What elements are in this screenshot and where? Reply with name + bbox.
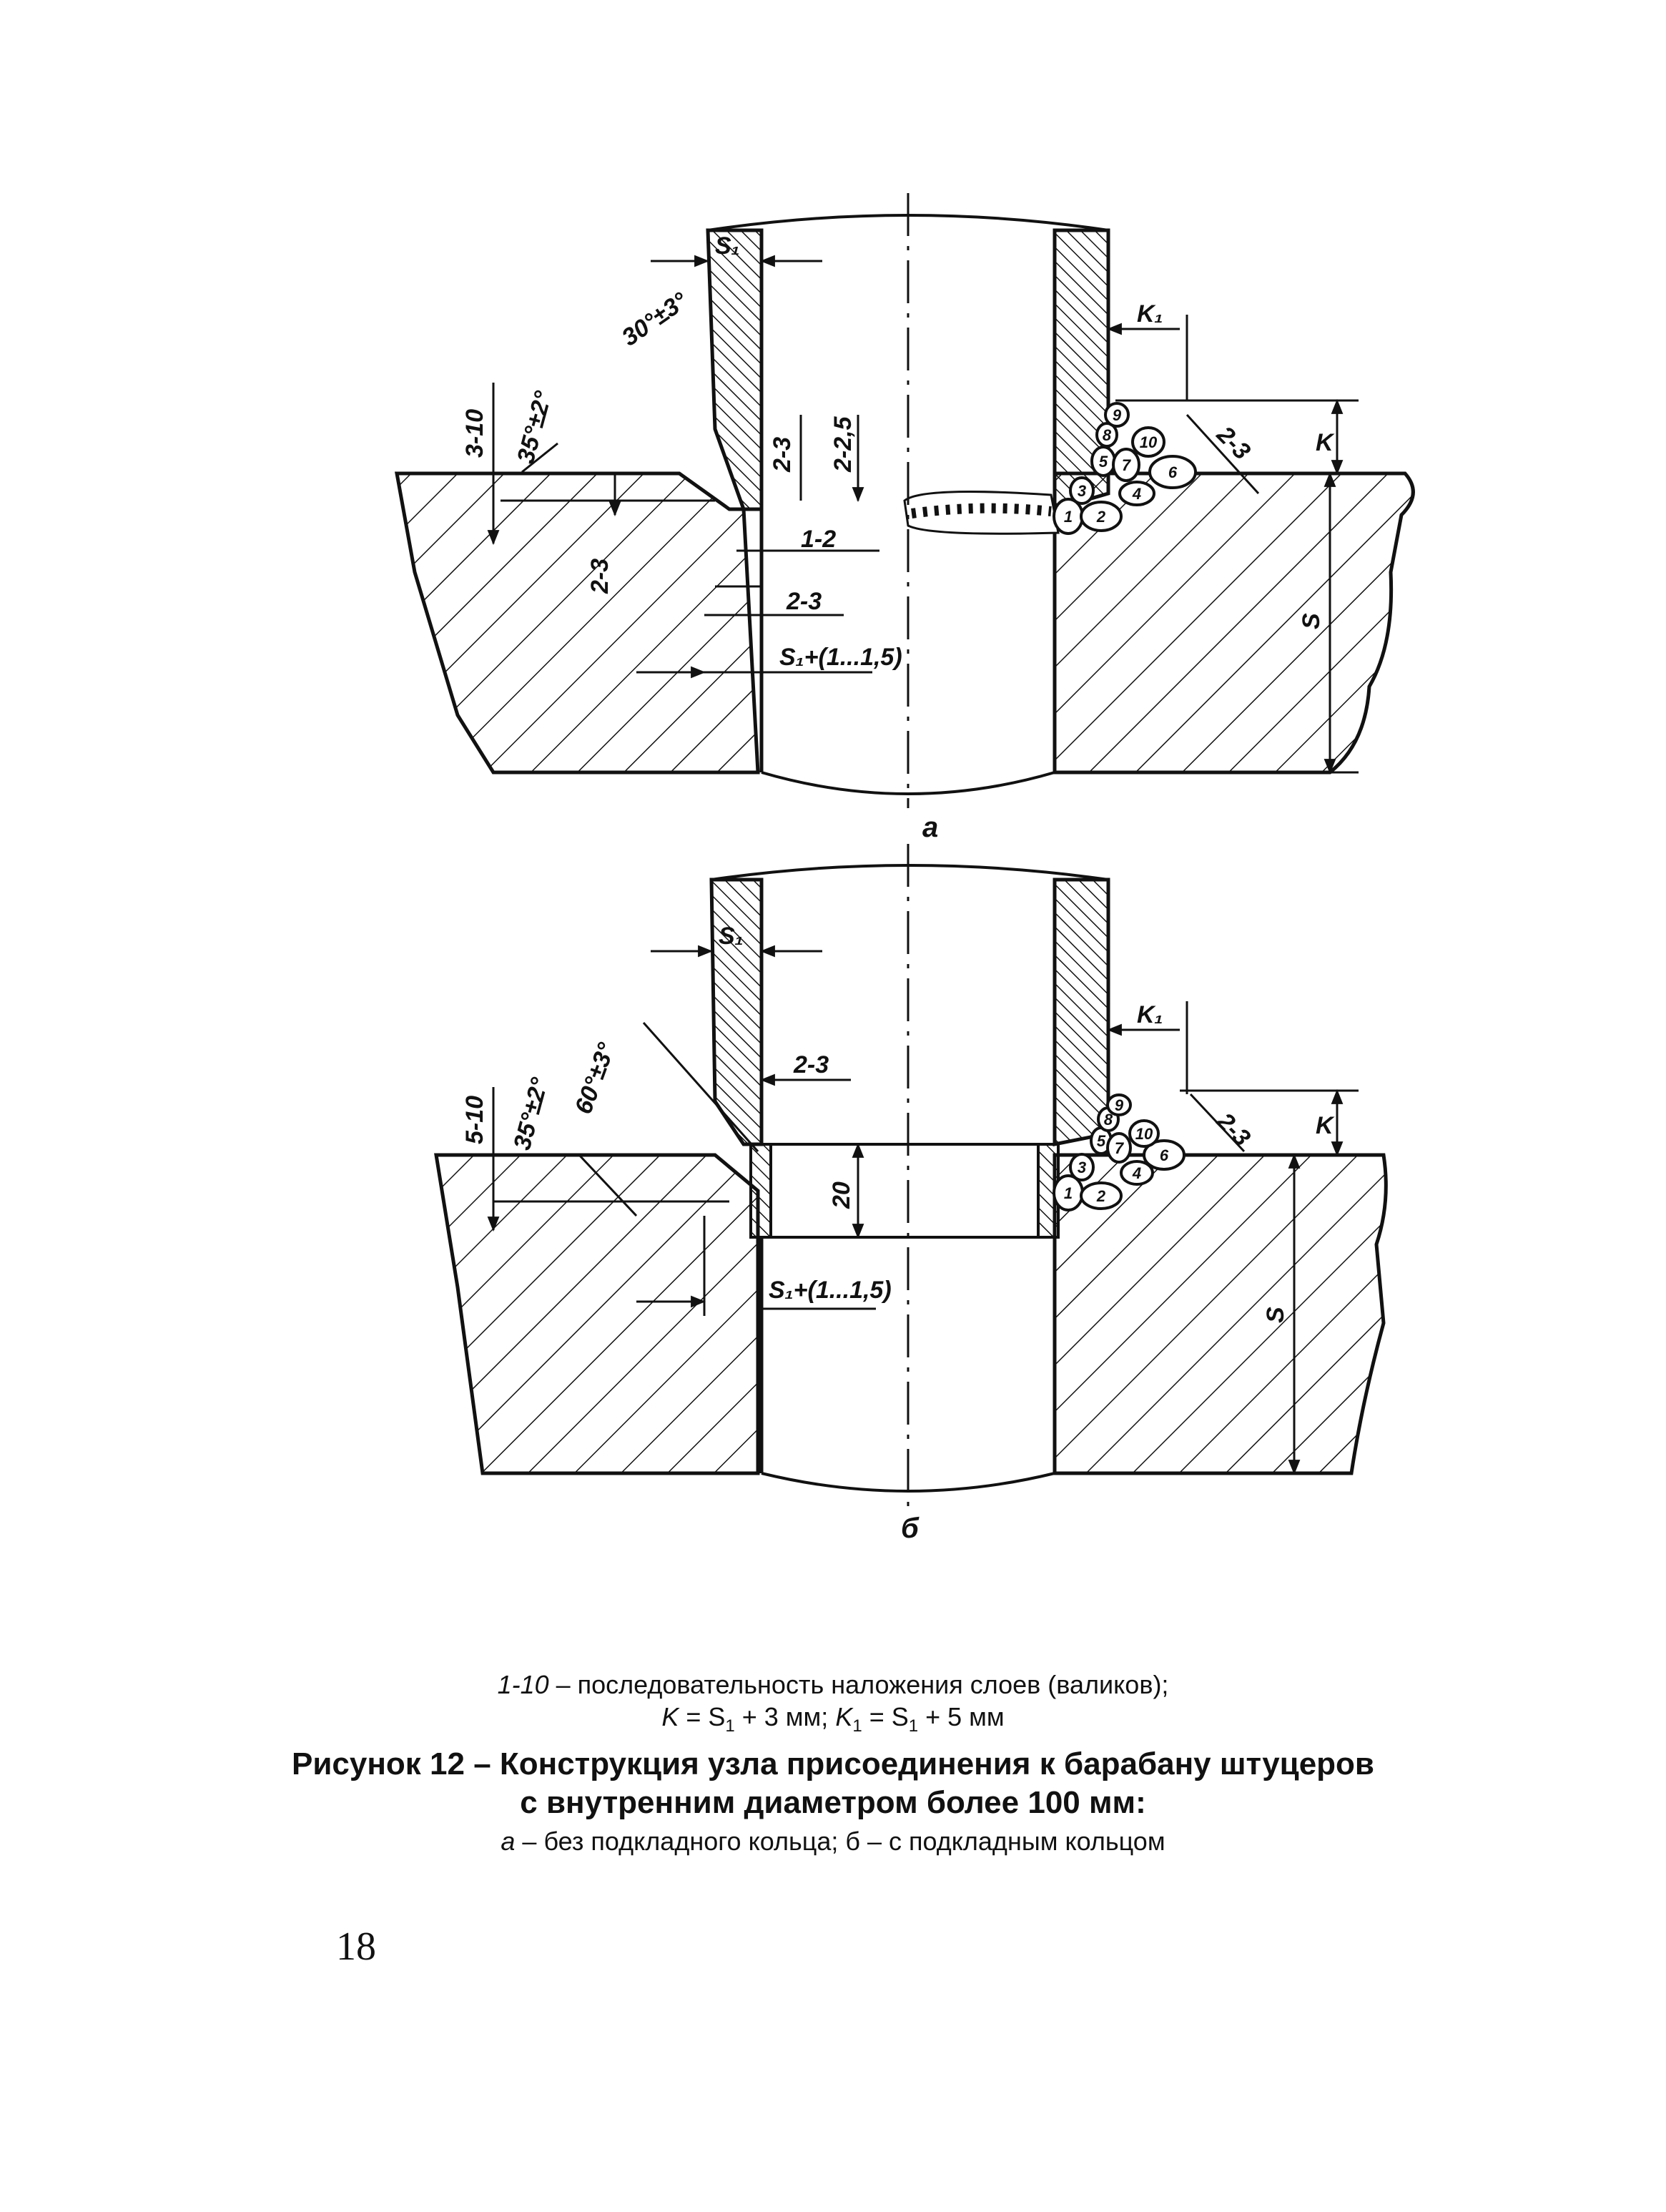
weld-beads-a: [1053, 402, 1197, 535]
drum-left-section: [395, 471, 760, 775]
figure-title-line-2: с внутренним диаметром более 100 мм:: [520, 1785, 1146, 1820]
weld-beads-b: [1053, 1093, 1186, 1211]
nozzle-right-wall: [1053, 228, 1110, 512]
bead-b-8: 8: [1104, 1111, 1113, 1129]
figure-b-label: б: [901, 1513, 920, 1544]
bead-a-9: 9: [1113, 406, 1122, 424]
figure-b: 1 2 3 4 5 6 7 8 9 10: [434, 844, 1388, 1544]
drum-left-section-b: [434, 1153, 760, 1475]
bead-a-5: 5: [1099, 453, 1108, 471]
dim-b-k1: K₁: [1137, 1001, 1163, 1028]
bead-a-8: 8: [1103, 426, 1112, 444]
bead-b-2: 2: [1096, 1187, 1106, 1205]
notes-k1-sub: 1: [852, 1716, 862, 1736]
dim-a-s: S: [1298, 613, 1325, 629]
drum-right-section-b: [1053, 1153, 1388, 1475]
nozzle-right-wall-b: [1053, 878, 1110, 1147]
notes-tail2: + 5 мм: [918, 1702, 1005, 1731]
dim-a-low-2-3: 2-3: [786, 588, 822, 615]
bead-b-1: 1: [1064, 1184, 1073, 1202]
technical-drawing: 1 2 3 4 5 6 7 8 9 10: [395, 193, 1415, 1544]
bead-a-1: 1: [1064, 508, 1073, 526]
dim-b-s1: S₁: [719, 923, 744, 950]
bead-a-4: 4: [1132, 485, 1141, 503]
bead-b-6: 6: [1160, 1146, 1169, 1164]
notes-line-2: K = S1 + 3 мм; K1 = S1 + 5 мм: [0, 1702, 1666, 1736]
notes-text: – последовательность наложения слоев (ва…: [548, 1670, 1169, 1699]
notes-eq2: = S: [862, 1702, 909, 1731]
dim-b-2-3: 2-3: [793, 1051, 829, 1078]
bead-b-7: 7: [1115, 1139, 1125, 1157]
page-number: 18: [336, 1925, 376, 1969]
dim-a-s1: S₁: [715, 232, 740, 260]
dim-a-hole: S₁+(1...1,5): [779, 644, 902, 671]
figure-title: Рисунок 12 – Конструкция узла присоедине…: [0, 1745, 1666, 1822]
dim-b-bevel-angle: 60°±3°: [570, 1039, 621, 1118]
bead-b-5: 5: [1097, 1132, 1106, 1150]
bead-b-10: 10: [1135, 1125, 1153, 1143]
dim-a-left-2-3: 2-3: [586, 559, 613, 594]
bore-bottom-arc: [761, 771, 1055, 795]
dim-b-weld-2-3: 2-3: [1211, 1107, 1256, 1151]
drum-right-section: [1053, 471, 1415, 775]
notes-k: K: [661, 1702, 679, 1731]
dim-b-k: K: [1316, 1112, 1335, 1139]
figure-subcaption: а – без подкладного кольца; б – с подкла…: [0, 1827, 1666, 1857]
dim-a-k: K: [1316, 429, 1335, 456]
backing-ring-left: [749, 1143, 772, 1239]
figure-a: 1 2 3 4 5 6 7 8 9 10: [395, 193, 1415, 843]
dim-b-drum-angle: 35°±2°: [508, 1075, 553, 1153]
bead-a-10: 10: [1140, 433, 1158, 451]
dim-b-s: S: [1262, 1307, 1289, 1323]
bead-a-2: 2: [1096, 508, 1106, 526]
bead-b-3: 3: [1078, 1159, 1086, 1176]
dim-b-hole: S₁+(1...1,5): [769, 1277, 892, 1304]
dim-a-drum-angle: 35°±2°: [512, 388, 557, 466]
bead-b-9: 9: [1115, 1096, 1124, 1114]
notes-sub1: 1: [725, 1716, 735, 1736]
dim-a-2-25: 2-2,5: [829, 416, 857, 473]
dim-b-ring-20: 20: [828, 1181, 855, 1209]
notes-tail1: + 3 мм;: [734, 1702, 836, 1731]
dim-a-gap: 3-10: [461, 409, 488, 458]
figure-title-line-1: Рисунок 12 – Конструкция узла присоедине…: [292, 1746, 1374, 1781]
dim-a-1-2: 1-2: [801, 526, 836, 553]
notes-k1: K: [835, 1702, 853, 1731]
nozzle-left-wall-b: [709, 878, 764, 1146]
bead-a-3: 3: [1078, 482, 1086, 500]
dim-a-k1: K₁: [1137, 300, 1163, 328]
notes-range: 1-10: [497, 1670, 549, 1699]
dim-b-gap: 5-10: [461, 1096, 488, 1144]
bead-a-6: 6: [1168, 463, 1178, 481]
notes-line-1: 1-10 – последовательность наложения слое…: [0, 1670, 1666, 1700]
figure-a-label: а: [922, 812, 938, 843]
bead-a-7: 7: [1122, 456, 1132, 474]
dim-a-bevel-angle: 30°±3°: [617, 287, 693, 351]
subcaption-a: а: [501, 1827, 516, 1856]
notes-sub2: 1: [908, 1716, 919, 1736]
dim-a-weld-2-3: 2-3: [1211, 421, 1256, 465]
nozzle-left-wall: [706, 228, 764, 511]
bead-b-4: 4: [1132, 1164, 1141, 1182]
notes-eq1: = S: [679, 1702, 726, 1731]
dim-a-2-3: 2-3: [769, 437, 796, 473]
subcaption-text: – без подкладного кольца; б – с подкладн…: [515, 1827, 1165, 1856]
